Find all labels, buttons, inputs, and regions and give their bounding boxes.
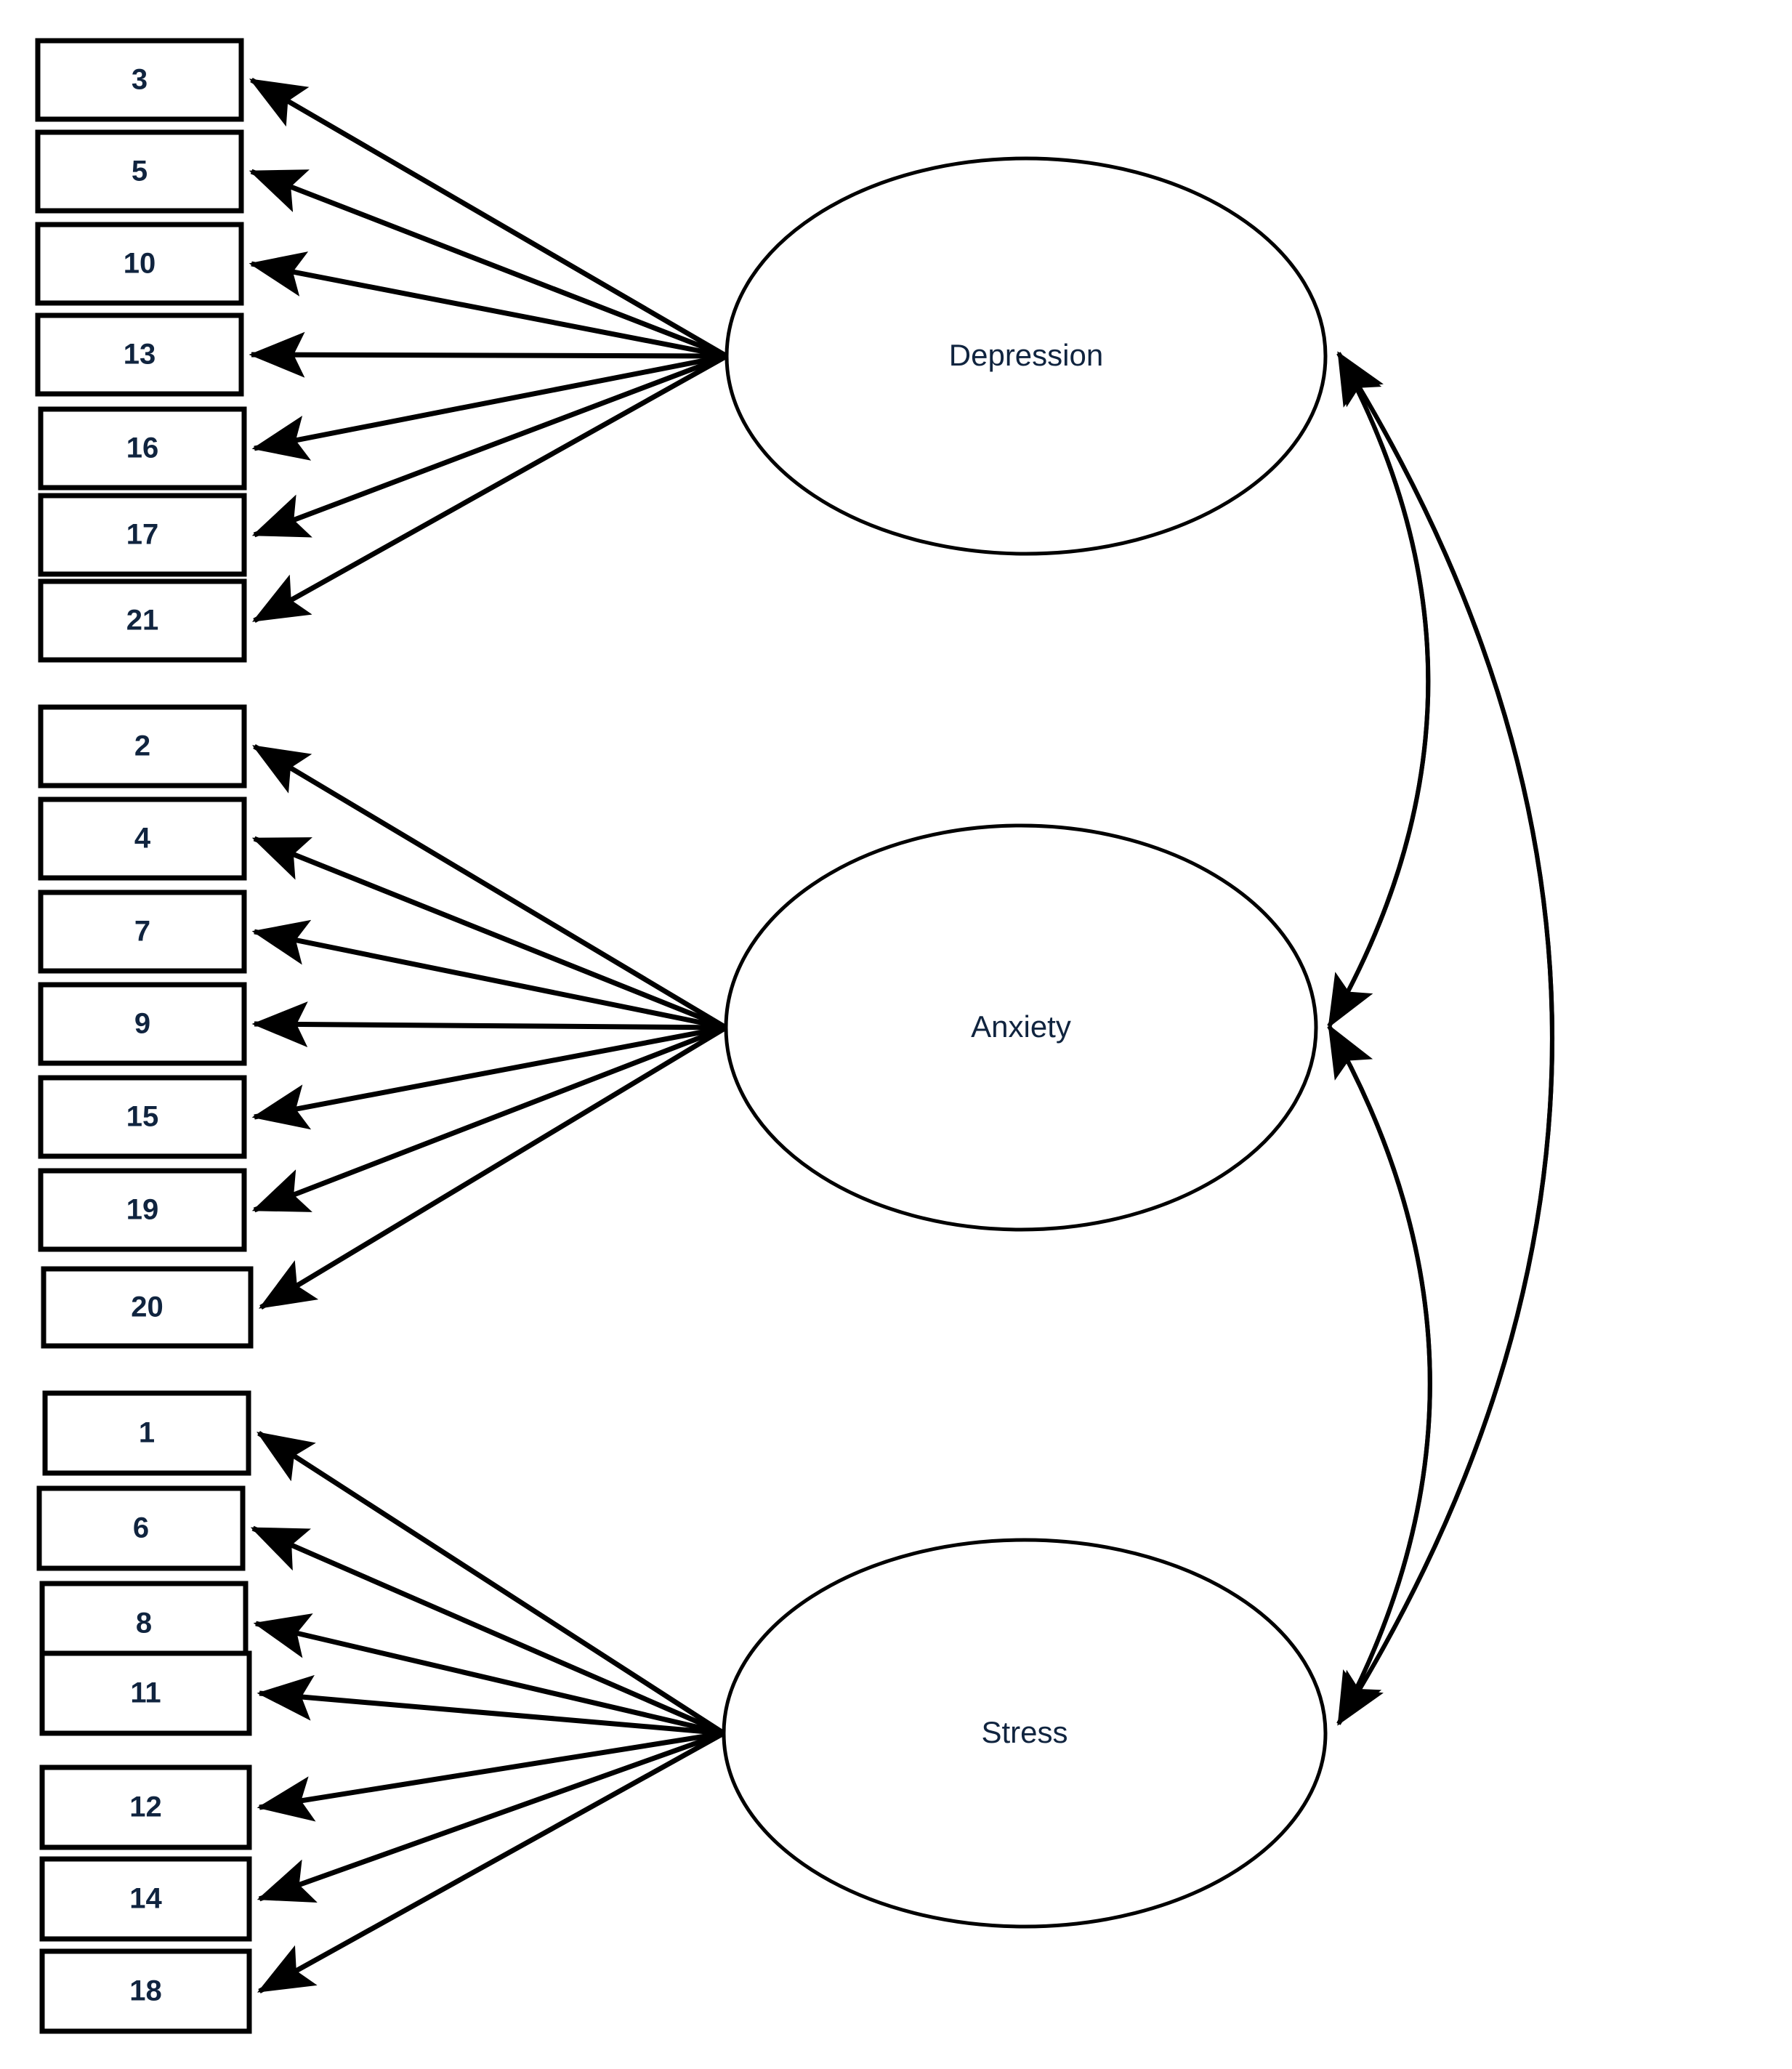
latent-factor-label-stress: Stress — [981, 1715, 1067, 1749]
indicator-label-17: 17 — [126, 519, 159, 551]
loading-arrow-depression-5 — [249, 169, 728, 359]
indicator-box-1[interactable] — [42, 1390, 251, 1476]
latent-factor-label-anxiety: Anxiety — [971, 1009, 1071, 1044]
covariance-arrow-anxiety-stress-reverse[interactable] — [1327, 1024, 1432, 1725]
latent-factor-stress[interactable] — [722, 1538, 1328, 1929]
indicator-label-18: 18 — [129, 1975, 162, 2007]
indicator-box-19[interactable] — [38, 1168, 247, 1252]
loading-arrow-stress-14 — [257, 1730, 725, 1903]
indicator-label-6: 6 — [133, 1512, 149, 1544]
loading-arrow-stress-6 — [250, 1525, 725, 1736]
indicator-box-3[interactable] — [35, 38, 244, 122]
indicator-label-1: 1 — [139, 1417, 155, 1449]
indicator-label-13: 13 — [124, 339, 156, 371]
loading-arrow-depression-13 — [249, 331, 727, 378]
loading-arrow-anxiety-4 — [251, 836, 727, 1031]
indicator-box-9[interactable] — [38, 982, 247, 1066]
indicator-box-18[interactable] — [39, 1948, 252, 2034]
loading-arrow-anxiety-7 — [251, 919, 727, 1031]
indicator-label-15: 15 — [126, 1101, 159, 1133]
indicator-box-16[interactable] — [38, 406, 247, 491]
indicator-label-20: 20 — [131, 1291, 164, 1323]
indicator-box-14[interactable] — [39, 1856, 252, 1942]
indicator-label-19: 19 — [126, 1194, 159, 1226]
indicator-label-8: 8 — [136, 1608, 152, 1640]
indicator-label-12: 12 — [129, 1791, 162, 1823]
indicator-box-13[interactable] — [35, 312, 244, 397]
latent-factor-anxiety[interactable] — [724, 823, 1318, 1232]
indicator-label-21: 21 — [126, 605, 159, 637]
loading-arrow-depression-10 — [249, 251, 727, 359]
loading-arrow-stress-1 — [257, 1431, 725, 1735]
indicator-label-11: 11 — [130, 1677, 161, 1709]
loading-arrow-anxiety-15 — [251, 1025, 727, 1130]
loading-arrow-anxiety-9 — [251, 1001, 727, 1048]
loading-arrow-depression-16 — [251, 353, 727, 461]
indicator-box-5[interactable] — [35, 129, 244, 214]
loading-arrow-stress-18 — [257, 1730, 725, 1994]
indicator-label-7: 7 — [134, 916, 150, 948]
factor-covariances-layer — [1327, 351, 1554, 1726]
loading-arrow-depression-17 — [251, 353, 728, 538]
indicator-label-9: 9 — [134, 1008, 150, 1040]
indicator-label-3: 3 — [132, 64, 148, 96]
loading-arrow-anxiety-2 — [251, 743, 727, 1031]
covariance-arrow-depression-anxiety-reverse[interactable] — [1327, 351, 1431, 1028]
indicator-box-17[interactable] — [38, 493, 247, 577]
indicator-box-2[interactable] — [38, 704, 247, 789]
indicator-label-10: 10 — [124, 248, 156, 280]
indicator-box-8[interactable] — [39, 1581, 249, 1666]
indicator-label-16: 16 — [126, 432, 159, 464]
indicator-box-11[interactable] — [39, 1650, 252, 1736]
indicator-label-4: 4 — [134, 823, 151, 855]
loading-arrow-depression-21 — [251, 353, 728, 624]
indicator-box-7[interactable] — [38, 890, 247, 974]
indicator-box-12[interactable] — [39, 1765, 252, 1850]
indicator-box-15[interactable] — [38, 1075, 247, 1159]
indicator-label-14: 14 — [129, 1883, 162, 1915]
loading-arrow-stress-12 — [257, 1730, 725, 1822]
loading-arrow-stress-8 — [253, 1613, 725, 1736]
covariance-arrow-depression-stress-reverse[interactable] — [1336, 351, 1554, 1725]
loading-arrow-anxiety-20 — [259, 1025, 727, 1310]
indicator-box-6[interactable] — [36, 1485, 246, 1571]
indicator-label-5: 5 — [132, 156, 148, 187]
loading-arrow-anxiety-19 — [251, 1025, 727, 1213]
latent-factor-depression[interactable] — [725, 156, 1328, 556]
factor-loadings-layer — [249, 77, 728, 1994]
indicator-label-2: 2 — [134, 730, 150, 762]
indicator-box-4[interactable] — [38, 796, 247, 881]
indicator-box-20[interactable] — [41, 1266, 254, 1349]
loading-arrow-depression-3 — [249, 77, 728, 359]
indicator-box-10[interactable] — [35, 222, 244, 306]
latent-factor-label-depression: Depression — [949, 338, 1103, 372]
loading-arrow-stress-11 — [257, 1674, 725, 1736]
indicator-box-21[interactable] — [38, 578, 247, 663]
